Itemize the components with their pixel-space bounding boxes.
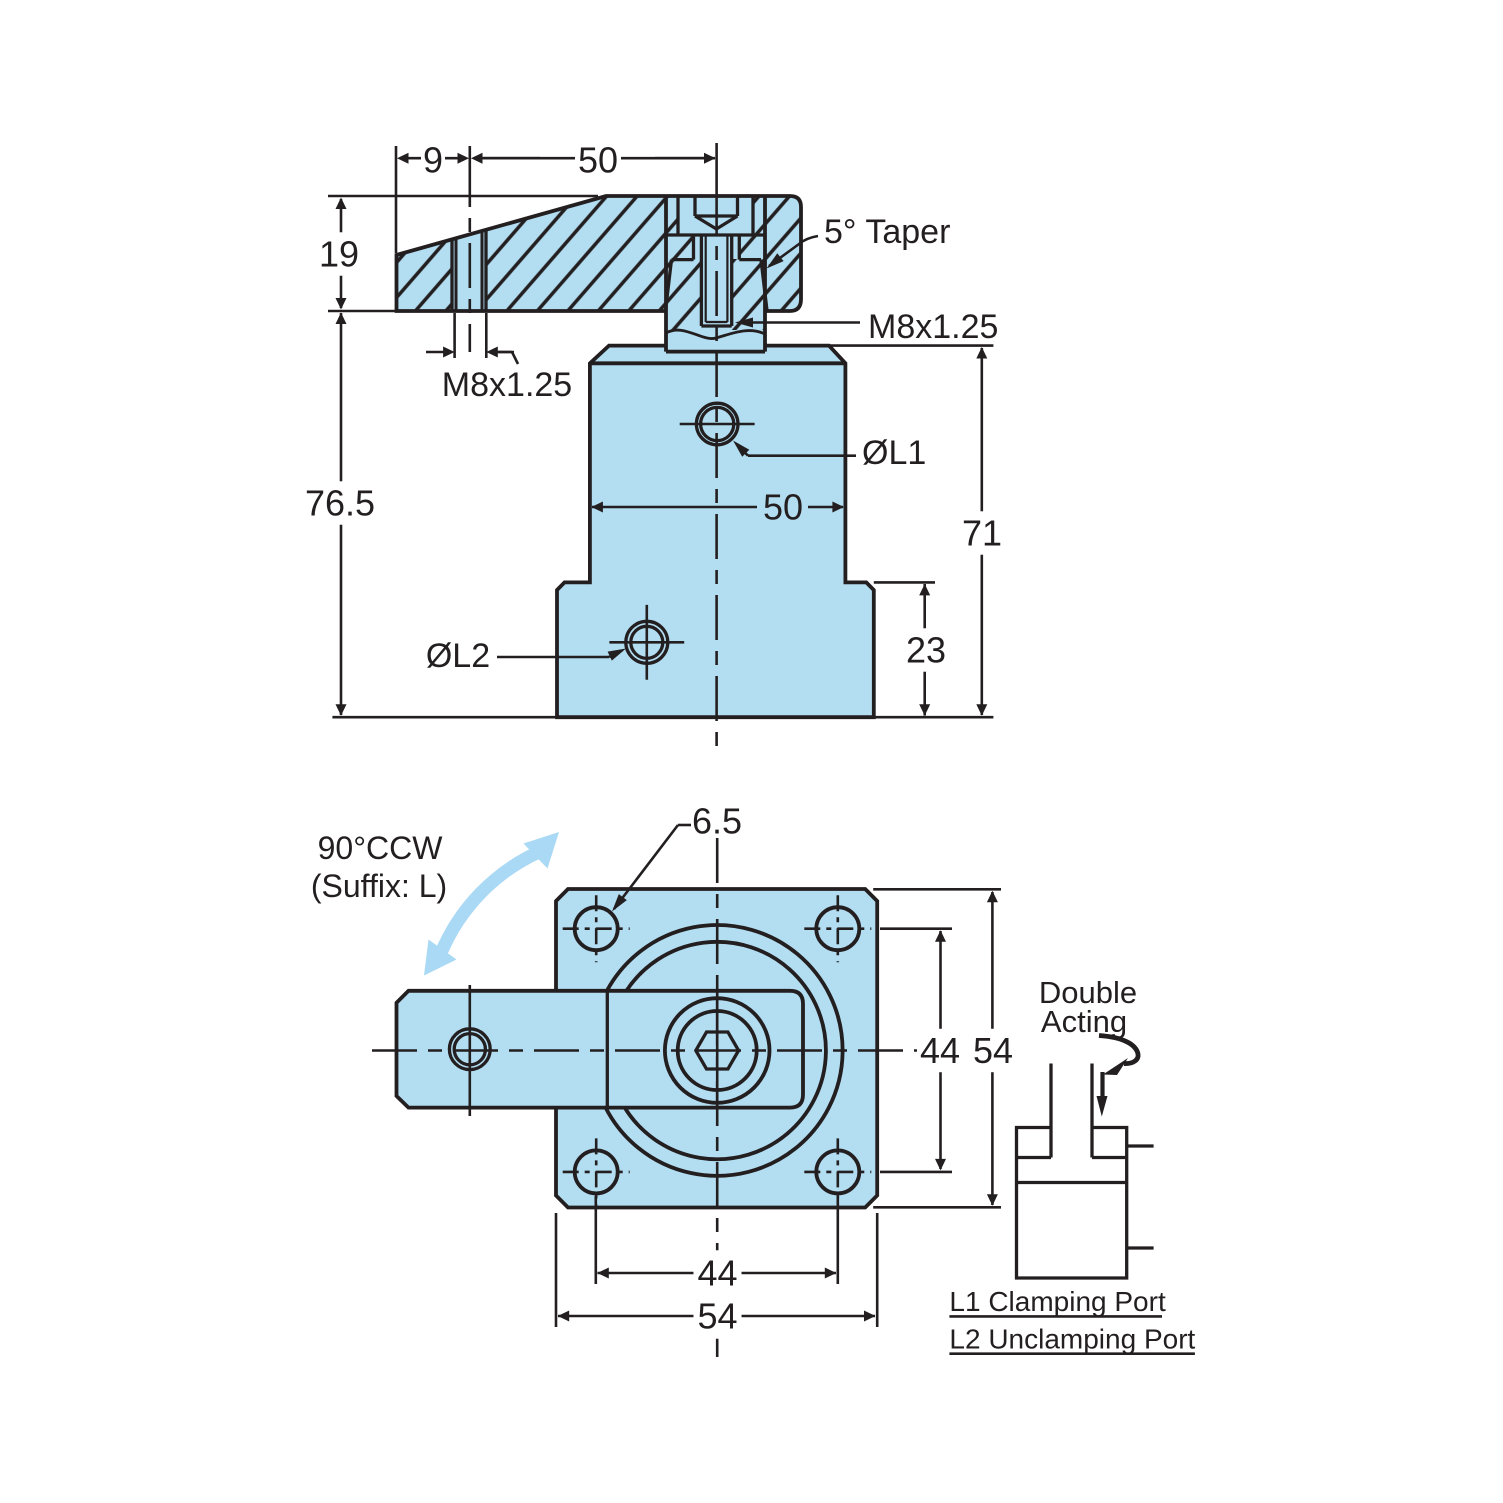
svg-text:ØL1: ØL1	[862, 434, 926, 472]
svg-text:54: 54	[697, 1296, 737, 1337]
svg-text:50: 50	[763, 487, 803, 528]
svg-text:44: 44	[920, 1030, 960, 1071]
svg-text:L1 Clamping Port: L1 Clamping Port	[949, 1286, 1166, 1317]
svg-text:76.5: 76.5	[305, 483, 375, 524]
svg-text:90°CCW: 90°CCW	[318, 830, 444, 866]
svg-text:9: 9	[423, 140, 443, 181]
svg-text:54: 54	[973, 1030, 1013, 1071]
svg-text:(Suffix: L): (Suffix: L)	[311, 868, 447, 904]
svg-text:L2 Unclamping Port: L2 Unclamping Port	[949, 1323, 1195, 1354]
svg-text:5° Taper: 5° Taper	[824, 213, 950, 251]
svg-text:44: 44	[697, 1253, 737, 1294]
svg-text:M8x1.25: M8x1.25	[442, 366, 572, 404]
svg-text:Double: Double	[1039, 975, 1137, 1010]
svg-text:71: 71	[962, 513, 1002, 554]
svg-text:M8x1.25: M8x1.25	[868, 308, 998, 346]
svg-text:19: 19	[319, 234, 359, 275]
svg-text:6.5: 6.5	[692, 801, 742, 842]
svg-text:50: 50	[578, 140, 618, 181]
svg-text:23: 23	[906, 630, 946, 671]
svg-text:Acting: Acting	[1041, 1004, 1127, 1039]
svg-text:ØL2: ØL2	[426, 637, 490, 675]
